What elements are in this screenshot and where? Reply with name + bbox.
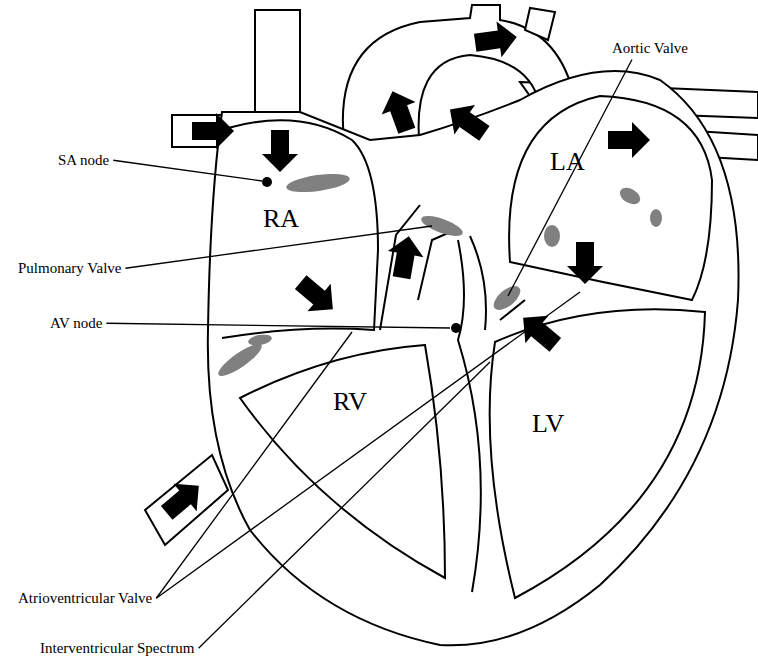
valve bbox=[490, 282, 525, 315]
chamber-label: LV bbox=[532, 410, 564, 439]
leader-line bbox=[113, 160, 262, 181]
leader-line bbox=[106, 323, 450, 328]
left-ventricle bbox=[490, 309, 705, 598]
valve bbox=[285, 171, 351, 196]
aorta-branch bbox=[525, 8, 555, 40]
valve bbox=[617, 184, 643, 207]
left-atrium bbox=[509, 96, 712, 300]
valve bbox=[419, 212, 465, 240]
right-atrium bbox=[222, 120, 378, 338]
septum bbox=[458, 240, 481, 592]
leader-line bbox=[156, 292, 580, 598]
leader-line bbox=[199, 362, 490, 648]
aortic-channel bbox=[470, 236, 525, 330]
part-label: Atrioventricular Valve bbox=[18, 590, 152, 607]
chamber-label: LA bbox=[550, 148, 585, 177]
leader-line bbox=[156, 332, 352, 598]
valve bbox=[215, 339, 266, 380]
right-ventricle bbox=[240, 345, 445, 578]
part-label: AV node bbox=[50, 315, 102, 332]
av-node-dot bbox=[451, 323, 461, 333]
valve bbox=[247, 333, 272, 347]
chamber-label: RV bbox=[333, 388, 367, 417]
leader-line bbox=[508, 60, 632, 297]
part-label: SA node bbox=[58, 152, 109, 169]
valve bbox=[544, 225, 560, 247]
inferior-vena-cava bbox=[145, 455, 228, 545]
valve bbox=[650, 209, 662, 227]
chamber-label: RA bbox=[263, 205, 299, 234]
sa-node-dot bbox=[262, 177, 272, 187]
flow-arrows bbox=[155, 19, 650, 527]
heart-outline bbox=[208, 71, 739, 645]
part-label: Pulmonary Valve bbox=[18, 260, 121, 277]
part-label: Aortic Valve bbox=[612, 40, 688, 57]
part-label: Interventricular Spectrum bbox=[40, 640, 195, 657]
